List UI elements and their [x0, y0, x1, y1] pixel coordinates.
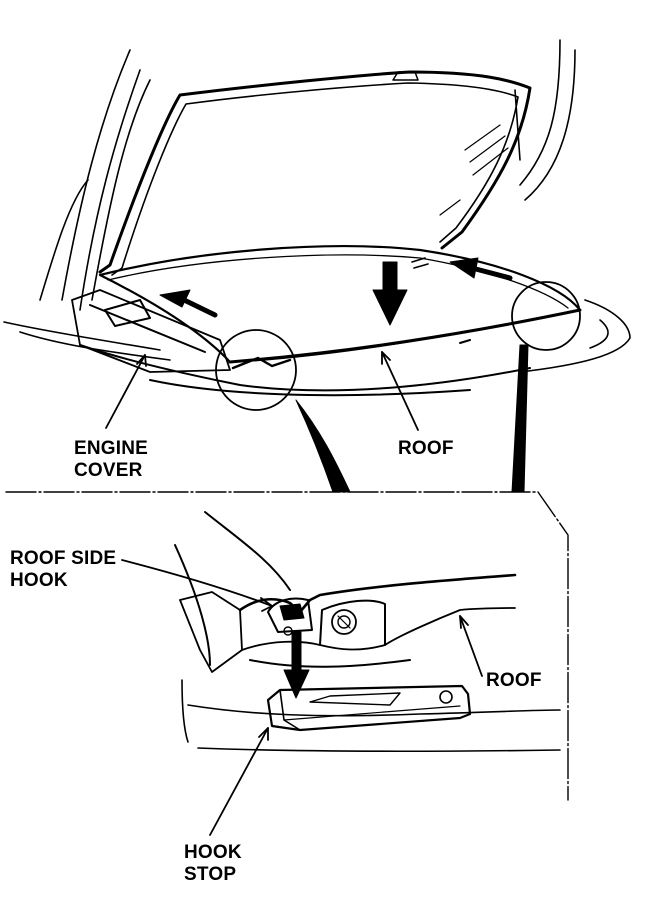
roof-panel-raised [98, 70, 532, 276]
arrow-insert-left [159, 289, 218, 318]
label-roof-side-hook-line1: ROOF SIDE [10, 548, 117, 569]
label-engine-cover-line1: ENGINE [74, 438, 149, 459]
detail-circle-right [511, 281, 581, 351]
latch-knob [331, 609, 357, 635]
label-engine-cover: ENGINE COVER [74, 438, 148, 482]
roof-edge-detail [174, 511, 517, 673]
label-roof-bottom: ROOF [486, 670, 542, 692]
engine-cover [71, 289, 531, 397]
roof-panel-lowered [98, 245, 582, 364]
label-roof-side-hook: ROOF SIDE HOOK [10, 548, 116, 592]
roof-side-hook [267, 597, 313, 636]
label-roof-bottom-text: ROOF [486, 670, 542, 691]
leader-engine-cover [105, 354, 147, 429]
leader-roof-side-hook [121, 559, 273, 612]
label-hook-stop: HOOK STOP [184, 842, 242, 886]
arrow-lower-roof [372, 261, 408, 326]
label-hook-stop-line1: HOOK [184, 842, 242, 863]
label-roof-top-text: ROOF [398, 438, 454, 459]
label-roof-side-hook-line2: HOOK [10, 570, 68, 591]
leader-roof-top [381, 351, 419, 431]
arrow-insert-right [449, 257, 513, 281]
panel-divider [5, 491, 569, 801]
label-roof-top: ROOF [398, 438, 454, 460]
detail-circle-left [215, 329, 297, 411]
hook-stop [266, 684, 472, 732]
body-sill [181, 679, 561, 753]
label-engine-cover-line2: COVER [74, 460, 143, 481]
arrow-hook-into-stop [283, 631, 310, 699]
leader-roof-bottom [459, 615, 483, 677]
leader-hook-stop [209, 727, 269, 836]
label-hook-stop-line2: STOP [184, 864, 237, 885]
